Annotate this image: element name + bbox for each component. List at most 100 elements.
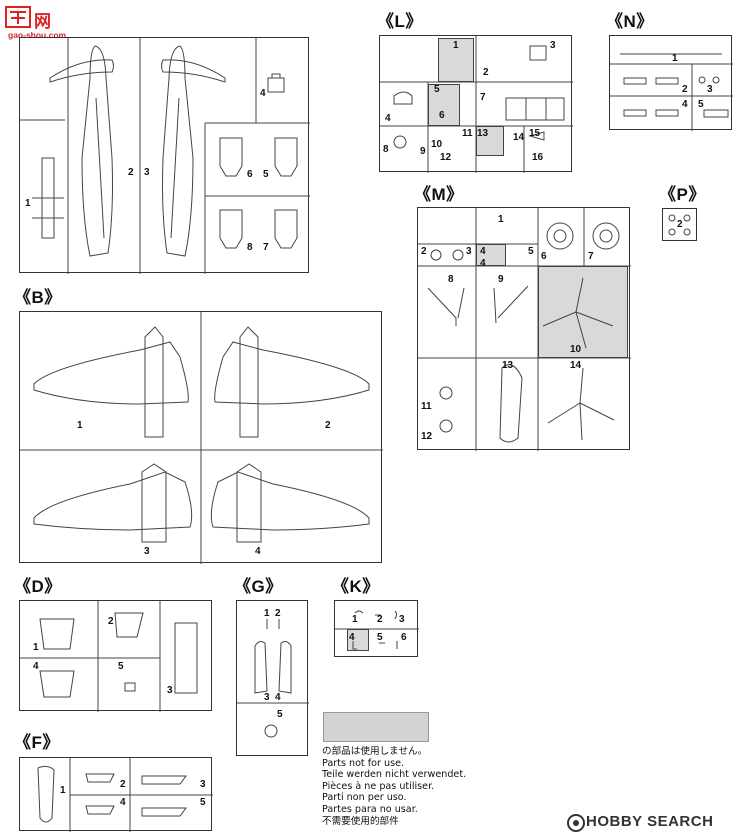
legend-line: Teile werden nicht verwendet. <box>322 769 467 781</box>
sprue-frame-n: 1 2 3 4 5 <box>609 35 733 131</box>
part-number: 4 <box>275 692 281 703</box>
sprue-b-drawing <box>20 312 383 564</box>
part-number: 4 <box>260 88 266 99</box>
legend-line: Pièces à ne pas utiliser. <box>322 780 435 792</box>
watermark-url: gao-shou.com <box>8 30 67 40</box>
part-number: 5 <box>698 99 704 110</box>
part-number: 6 <box>401 632 407 643</box>
part-number: 1 <box>25 198 31 209</box>
sprue-frame-d: 1 2 3 4 5 <box>19 600 212 712</box>
watermark-logo: 网 gao-shou.com <box>4 4 74 40</box>
part-number: 6 <box>439 110 445 121</box>
unused-parts-legend: の部品は使用しません。 Parts not for use. Teile wer… <box>322 746 466 827</box>
part-number: 4 <box>33 661 39 672</box>
part-number: 1 <box>352 614 358 625</box>
part-number: 2 <box>108 616 114 627</box>
frame-label-k: 《K》 <box>332 577 380 596</box>
part-number: 1 <box>60 785 66 796</box>
part-number: 8 <box>247 242 253 253</box>
part-number: 3 <box>399 614 405 625</box>
part-number: 2 <box>275 608 281 619</box>
part-number: 5 <box>377 632 383 643</box>
part-number: 8 <box>383 144 389 155</box>
frame-label-m: 《M》 <box>414 185 464 204</box>
sprue-frame-a: 1 2 3 4 5 6 7 8 <box>19 37 310 274</box>
part-number: 10 <box>570 344 582 355</box>
sprue-frame-k: 1 2 3 4 5 6 <box>334 600 419 657</box>
legend-line: 不需要使用的部件 <box>322 815 399 827</box>
part-number: 8 <box>448 274 454 285</box>
part-number: 2 <box>325 420 331 431</box>
frame-label-d: 《D》 <box>14 577 62 596</box>
sprue-k-drawing <box>335 610 419 650</box>
part-number: 4 <box>120 797 126 808</box>
legend-line: Parti non per uso. <box>322 792 407 804</box>
part-number: 7 <box>480 92 486 103</box>
part-number: 3 <box>144 546 150 557</box>
frame-label-b: 《B》 <box>14 288 62 307</box>
part-number: 1 <box>77 420 83 431</box>
part-number: 3 <box>167 685 173 696</box>
part-number: 5 <box>277 709 283 720</box>
frame-label-g: 《G》 <box>234 577 283 596</box>
part-number: 13 <box>502 360 514 371</box>
part-number: 4 <box>349 632 355 643</box>
part-number: 1 <box>33 642 39 653</box>
part-number: 12 <box>421 431 433 442</box>
sprue-frame-b: 1 2 3 4 <box>19 311 383 564</box>
part-number: 3 <box>550 40 556 51</box>
unused-part-box <box>538 266 628 358</box>
legend-line: Partes para no usar. <box>322 803 418 815</box>
part-number: 12 <box>440 152 452 163</box>
part-number: 11 <box>421 401 432 412</box>
sprue-m-drawing <box>418 208 631 451</box>
part-number: 4 <box>255 546 261 557</box>
part-number: 1 <box>453 40 459 51</box>
part-number: 4 <box>480 258 486 269</box>
part-number: 5 <box>434 84 440 95</box>
part-number: 6 <box>541 251 547 262</box>
part-number: 14 <box>570 360 582 371</box>
part-number: 2 <box>682 84 688 95</box>
sprue-frame-m: 1 2 3 4 4 5 6 7 8 9 10 11 12 13 14 <box>417 207 631 451</box>
part-number: 3 <box>144 167 150 178</box>
part-number: 16 <box>532 152 544 163</box>
part-number: 4 <box>385 113 391 124</box>
part-number: 2 <box>120 779 126 790</box>
part-number: 1 <box>672 53 678 64</box>
hobby-search-logo-icon <box>567 814 585 832</box>
part-number: 2 <box>421 246 427 257</box>
part-number: 7 <box>588 251 594 262</box>
part-number: 5 <box>118 661 124 672</box>
sprue-frame-l: 1 2 3 4 5 6 7 8 9 10 11 12 13 14 15 16 <box>379 35 573 173</box>
part-number: 2 <box>483 67 489 78</box>
part-number: 3 <box>466 246 472 257</box>
part-number: 3 <box>200 779 206 790</box>
sprue-d-drawing <box>20 601 198 712</box>
frame-label-n: 《N》 <box>606 12 654 31</box>
part-number: 2 <box>128 167 134 178</box>
frame-label-f: 《F》 <box>14 733 60 752</box>
sprue-frame-p: 2 <box>662 208 697 241</box>
sprue-l-drawing <box>380 36 573 173</box>
part-number: 6 <box>247 169 253 180</box>
frame-label-p: 《P》 <box>659 185 706 204</box>
part-number: 1 <box>498 214 504 225</box>
part-number: 3 <box>707 84 713 95</box>
sprue-n-drawing <box>610 53 733 131</box>
legend-line: Parts not for use. <box>322 757 405 769</box>
sprue-g-drawing <box>237 619 309 738</box>
part-number: 13 <box>477 128 489 139</box>
sprue-p-drawing <box>668 214 691 236</box>
watermark-logo-text: 网 <box>34 12 51 31</box>
unused-parts-swatch <box>323 712 429 742</box>
part-number: 5 <box>200 797 206 808</box>
brand-watermark: HOBBY SEARCH <box>586 813 714 830</box>
sprue-frame-f: 1 2 3 4 5 <box>19 757 213 832</box>
part-number: 14 <box>513 132 525 143</box>
part-number: 9 <box>420 146 426 157</box>
sprue-a-drawing <box>20 38 310 274</box>
part-number: 2 <box>677 219 683 230</box>
part-number: 9 <box>498 274 504 285</box>
part-number: 2 <box>377 614 383 625</box>
